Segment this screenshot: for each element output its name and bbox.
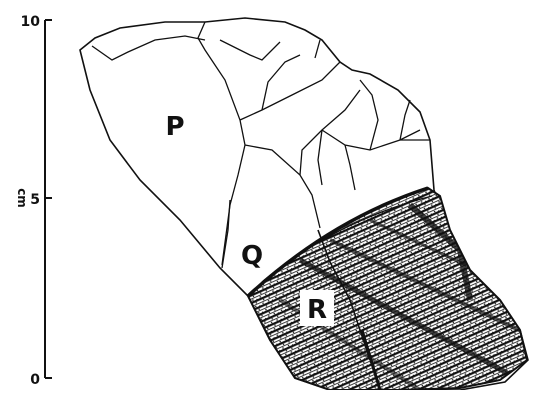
scale-label-0: 0 <box>30 372 40 388</box>
scale-unit-label: cm <box>15 188 29 208</box>
scale-label-5: 5 <box>30 192 40 208</box>
region-label-r: R <box>307 295 327 325</box>
scale-bar: 10 5 0 cm <box>15 14 52 388</box>
scale-label-10: 10 <box>21 14 41 30</box>
region-label-q: Q <box>241 241 263 271</box>
region-label-p: P <box>165 112 184 142</box>
